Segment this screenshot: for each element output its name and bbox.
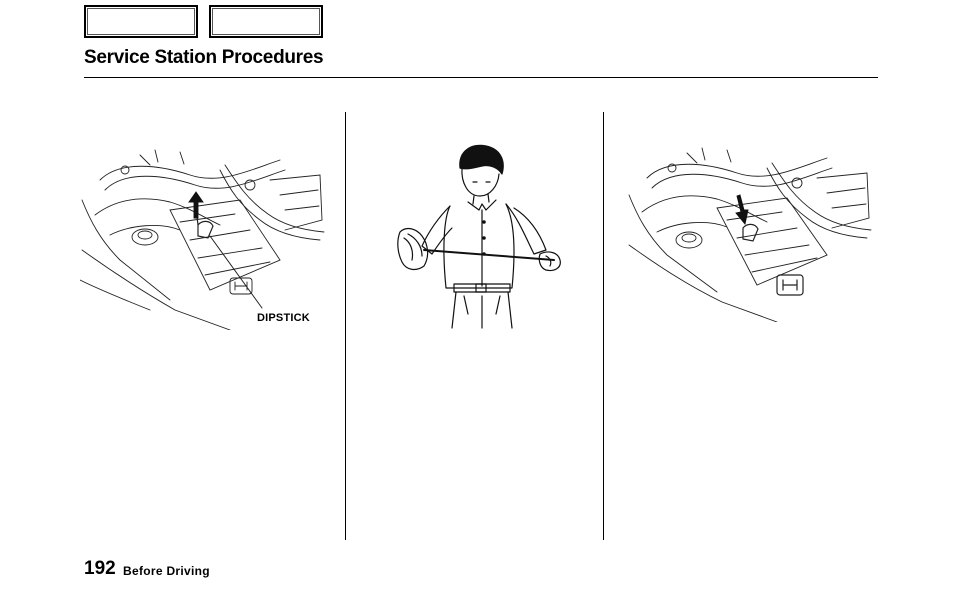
title-divider — [84, 77, 878, 78]
engine-dipstick-removal-illustration — [80, 140, 325, 330]
column-divider-2 — [603, 112, 604, 540]
page-number: 192 — [84, 558, 116, 580]
dipstick-callout: DIPSTICK — [257, 312, 310, 324]
man-wiping-dipstick-illustration — [378, 138, 578, 330]
nav-button-2[interactable] — [209, 5, 323, 38]
page-title: Service Station Procedures — [84, 47, 323, 69]
engine-dipstick-insert-illustration — [627, 140, 872, 322]
nav-button-1[interactable] — [84, 5, 198, 38]
section-name: Before Driving — [123, 564, 210, 578]
column-divider-1 — [345, 112, 346, 540]
